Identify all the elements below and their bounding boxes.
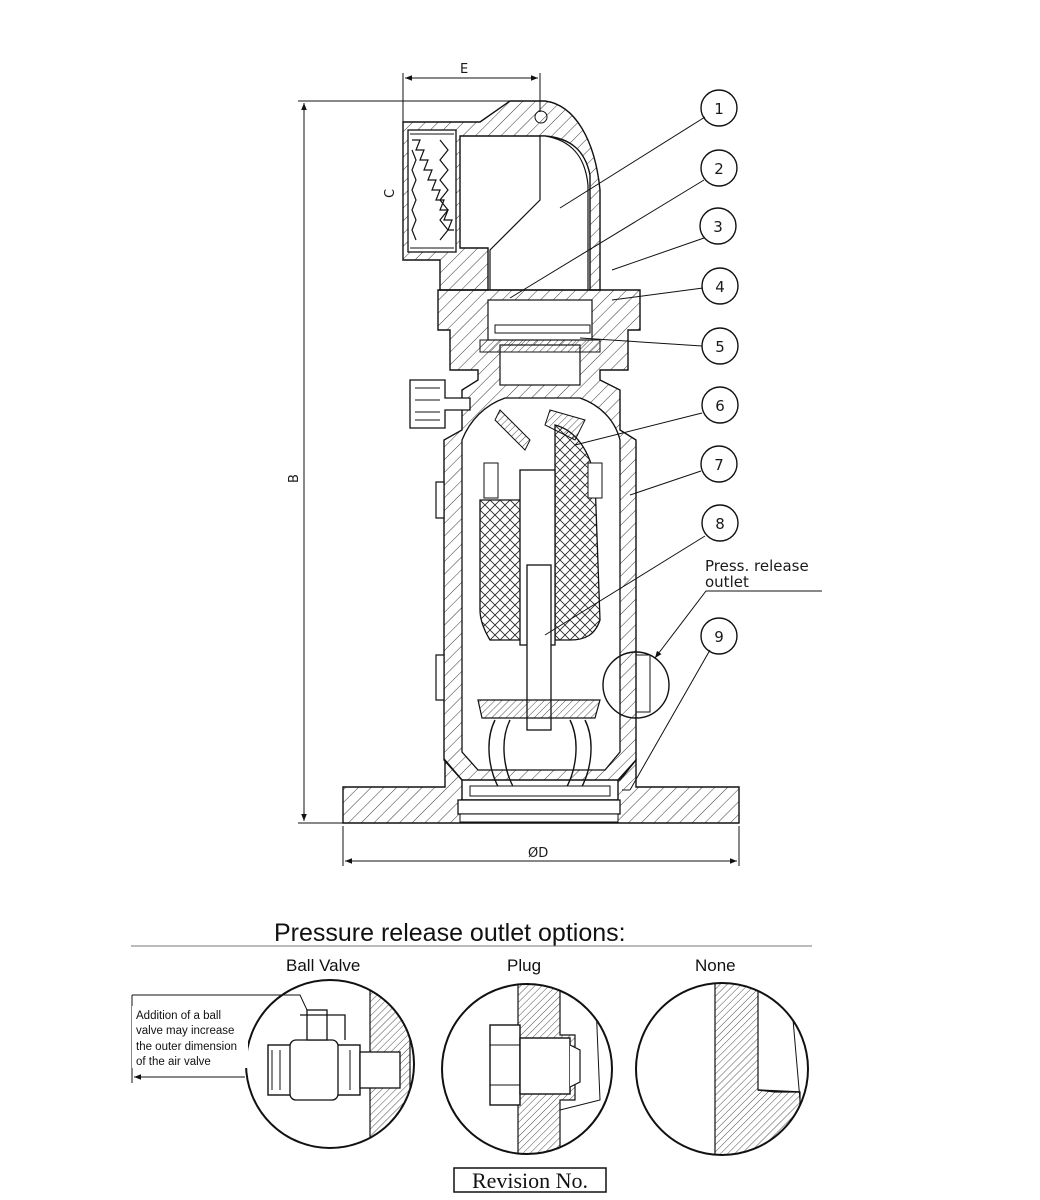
none-detail (635, 982, 809, 1156)
dimension-d: ØD (342, 826, 740, 866)
balloon-1: 1 (700, 89, 738, 127)
balloon-1-label: 1 (714, 100, 724, 118)
balloon-4-label: 4 (715, 278, 725, 296)
balloon-8: 8 (701, 504, 739, 542)
ball-valve-note-line4: of the air valve (136, 1056, 211, 1068)
dimension-c-label: C (383, 189, 398, 198)
ball-valve-note-line2: valve may increase (136, 1025, 234, 1037)
balloon-9-label: 9 (714, 628, 724, 646)
dimension-b: B (287, 100, 545, 824)
options-section: Pressure release outlet options: Ball Va… (131, 919, 812, 1193)
ball-valve-note-line1: Addition of a ball (136, 1010, 221, 1022)
balloon-2: 2 (700, 149, 738, 187)
balloon-3: 3 (699, 207, 737, 245)
balloon-3-label: 3 (713, 218, 723, 236)
options-title: Pressure release outlet options: (274, 919, 626, 947)
balloon-8-label: 8 (715, 515, 725, 533)
dimension-d-label: ØD (528, 846, 548, 861)
balloon-2-label: 2 (714, 160, 724, 178)
balloon-7: 7 (700, 445, 738, 483)
ball-valve-note-line3: the outer dimension (136, 1041, 237, 1053)
revision-box: Revision No. (453, 1167, 607, 1193)
balloon-6: 6 (701, 386, 739, 424)
leader-lines (509, 116, 822, 791)
press-release-line1: Press. release (705, 557, 809, 575)
option-none-label: None (695, 956, 736, 975)
option-plug-label: Plug (507, 956, 541, 975)
dimension-c: C (383, 189, 398, 198)
press-release-callout: Press. release outlet (705, 557, 809, 591)
ball-valve-detail: Addition of a ball valve may increase th… (131, 979, 415, 1149)
option-ball-valve-label: Ball Valve (286, 956, 360, 975)
balloon-6-label: 6 (715, 397, 725, 415)
balloon-4: 4 (701, 267, 739, 305)
revision-label: Revision No. (472, 1168, 588, 1193)
valve-cross-section (342, 100, 740, 824)
press-release-line2: outlet (705, 573, 749, 591)
balloon-7-label: 7 (714, 456, 724, 474)
dimension-b-label: B (287, 474, 302, 483)
balloon-5-label: 5 (715, 338, 725, 356)
dimension-e-label: E (460, 62, 468, 77)
balloon-5: 5 (701, 327, 739, 365)
plug-detail (441, 983, 613, 1155)
balloon-9: 9 (700, 617, 738, 655)
